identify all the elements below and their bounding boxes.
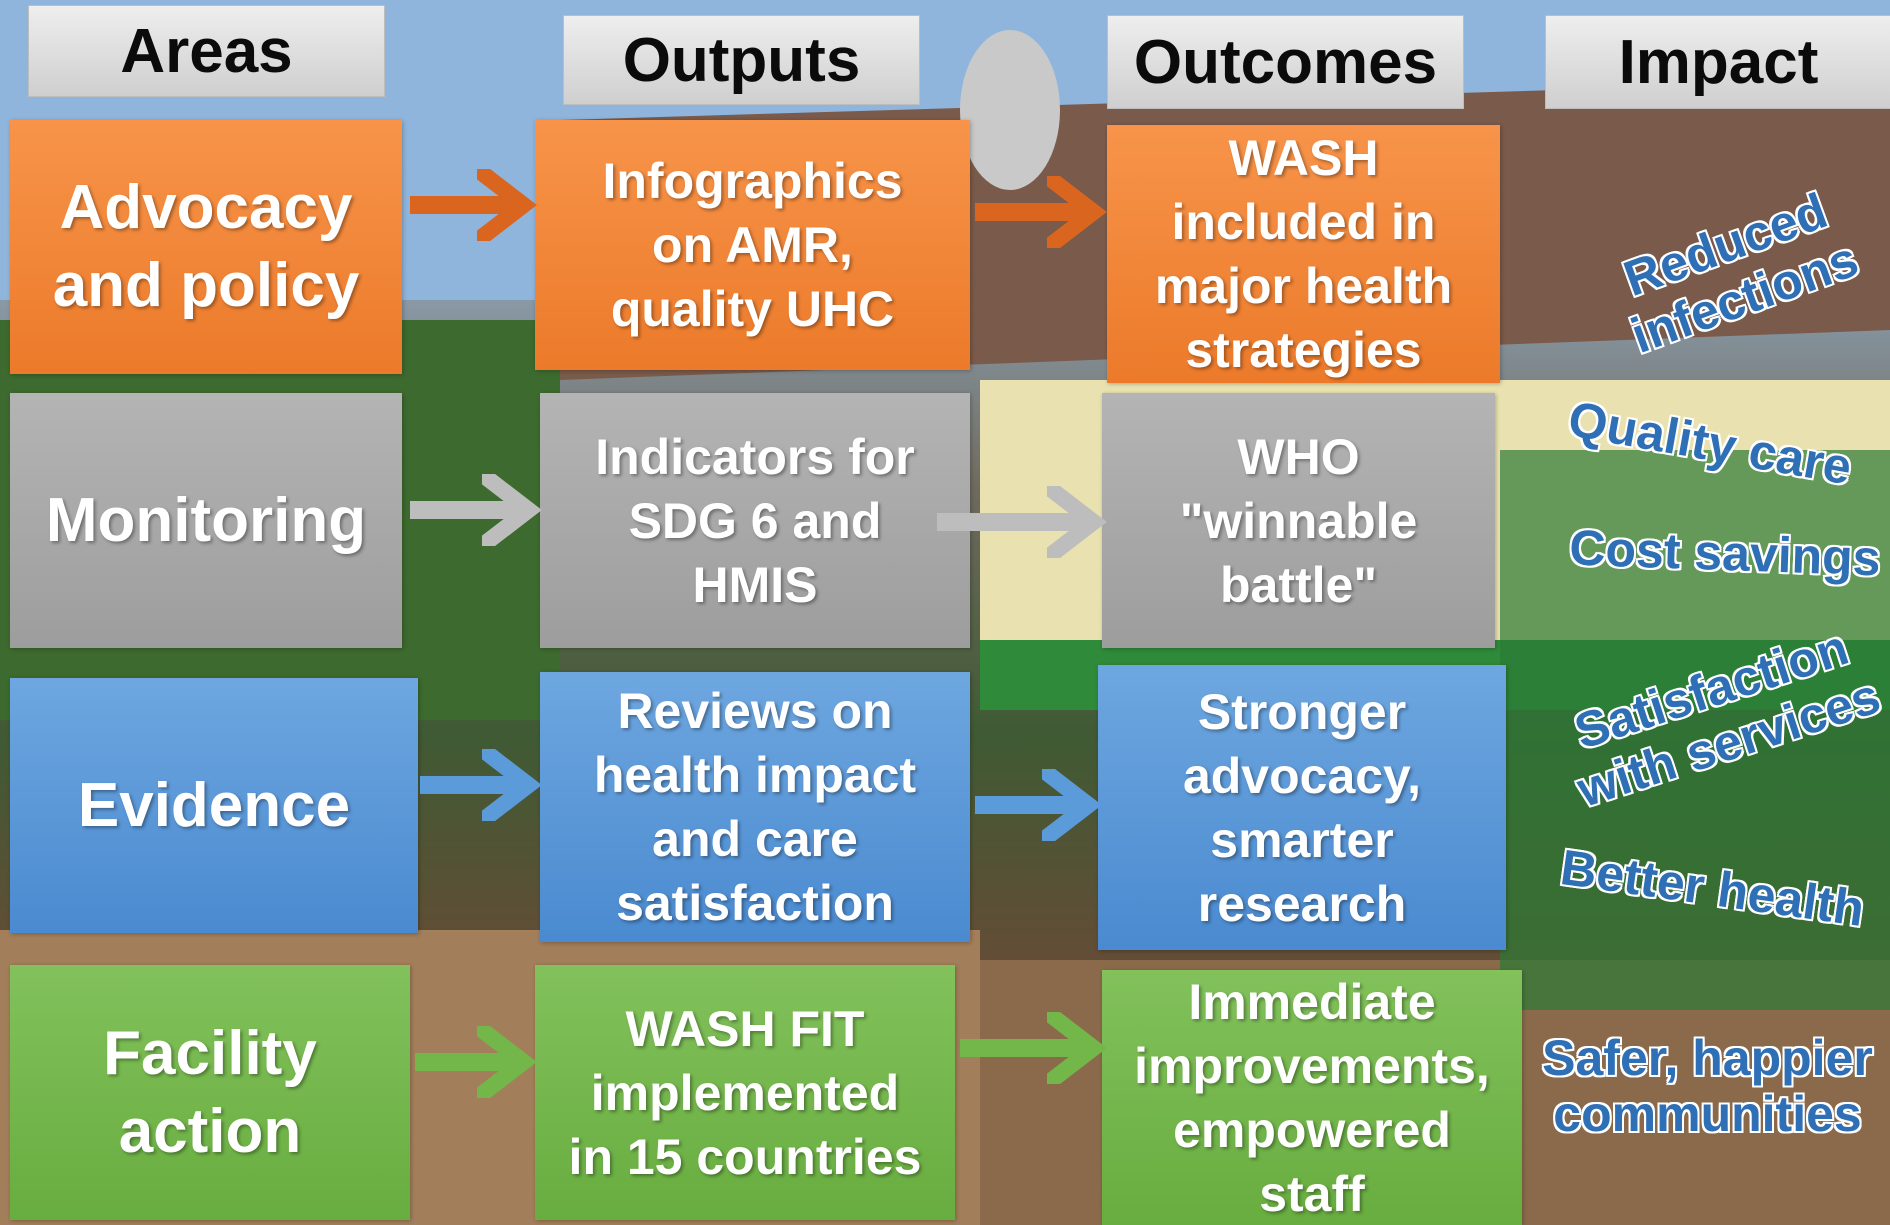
outcome-winnable-battle-label: WHO "winnable battle" [1179, 428, 1418, 613]
header-areas: Areas [28, 5, 385, 97]
output-indicators-label: Indicators for SDG 6 and HMIS [595, 428, 915, 613]
outcome-winnable-battle: WHO "winnable battle" [1102, 393, 1495, 648]
output-infographics: Infographics on AMR, quality UHC [535, 120, 970, 370]
outcome-immediate-improvements-label: Immediate improvements, empowered staff [1134, 973, 1490, 1222]
area-advocacy-policy-label: Advocacy and policy [52, 173, 360, 320]
outcome-wash-strategies-label: WASH included in major health strategies [1154, 130, 1453, 378]
area-evidence-label: Evidence [77, 770, 351, 840]
output-wash-fit: WASH FIT implemented in 15 countries [535, 965, 955, 1220]
impact-cost-savings: Cost savings [1568, 519, 1882, 587]
output-wash-fit-label: WASH FIT implemented in 15 countries [568, 1000, 922, 1185]
output-indicators: Indicators for SDG 6 and HMIS [540, 393, 970, 648]
header-outputs-label: Outputs [622, 25, 861, 95]
impact-safer-communities: Safer, happier communities [1542, 1030, 1873, 1142]
area-facility-action: Facility action [10, 965, 410, 1220]
header-outcomes: Outcomes [1107, 15, 1464, 109]
outcome-wash-strategies: WASH included in major health strategies [1107, 125, 1500, 383]
area-monitoring-label: Monitoring [45, 485, 367, 555]
area-facility-action-label: Facility action [103, 1018, 317, 1166]
outcome-immediate-improvements: Immediate improvements, empowered staff [1102, 970, 1522, 1225]
area-advocacy-policy: Advocacy and policy [10, 120, 402, 374]
header-impact-label: Impact [1618, 27, 1819, 97]
output-reviews: Reviews on health impact and care satisf… [540, 672, 970, 942]
output-reviews-label: Reviews on health impact and care satisf… [593, 683, 917, 931]
header-outcomes-label: Outcomes [1133, 27, 1438, 97]
header-outputs: Outputs [563, 15, 920, 105]
output-infographics-label: Infographics on AMR, quality UHC [602, 153, 903, 337]
area-evidence: Evidence [10, 678, 418, 933]
header-impact: Impact [1545, 15, 1890, 109]
header-areas-label: Areas [120, 16, 293, 86]
area-monitoring: Monitoring [10, 393, 402, 648]
outcome-stronger-advocacy-label: Stronger advocacy, smarter research [1182, 683, 1422, 932]
outcome-stronger-advocacy: Stronger advocacy, smarter research [1098, 665, 1506, 950]
